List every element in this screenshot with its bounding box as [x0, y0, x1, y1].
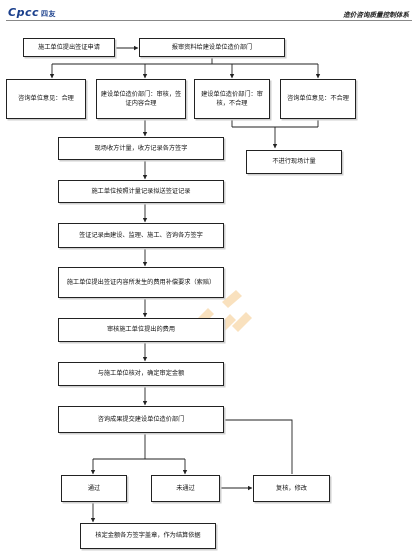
node-all-parties-sign: 签证记录由建设、监理、施工、咨询各方签字 [58, 223, 224, 248]
node-review-costs: 审核施工单位提出的费用 [58, 318, 224, 342]
node-final-approval: 核定金额各方签字盖章，作为结算依据 [80, 523, 216, 549]
node-consult-reasonable: 咨询单位意见：合理 [6, 79, 86, 119]
node-submit-results: 咨询成果提交建设单位造价部门 [58, 406, 224, 433]
node-owner-audit-unreasonable: 建设单位造价部门：审核，不合理 [194, 79, 270, 119]
edge-revise-loop [219, 417, 293, 474]
node-no-site-measure: 不进行现场计量 [246, 150, 342, 174]
node-passed: 通过 [61, 475, 127, 502]
node-claim-compensation: 施工单位提出签证内容所发生的费用补偿要求（索赔） [58, 267, 224, 298]
node-recheck-revise: 复核，修改 [253, 475, 330, 502]
node-consult-unreasonable: 咨询单位意见：不合理 [280, 79, 356, 119]
node-start-request: 施工单位提出签证申请 [23, 38, 115, 57]
node-prepare-record: 施工单位按照计量记录拟送签证记录 [58, 180, 224, 203]
logo-text: Cpcc [8, 6, 39, 19]
logo-subtext: 四友 [41, 10, 56, 18]
document-title: 造价咨询质量控制体系 [343, 11, 409, 19]
node-verify-amount: 与施工单位核对，确定审定金额 [58, 362, 224, 386]
node-not-passed: 未通过 [151, 475, 220, 502]
header-divider [6, 20, 412, 21]
node-submit-to-owner: 报审资料给建设单位造价部门 [139, 38, 285, 57]
node-site-measurement: 现场收方计量，收方记录各方签字 [58, 137, 224, 160]
node-owner-audit-reasonable: 建设单位造价部门：审核，签证内容合理 [96, 79, 186, 119]
